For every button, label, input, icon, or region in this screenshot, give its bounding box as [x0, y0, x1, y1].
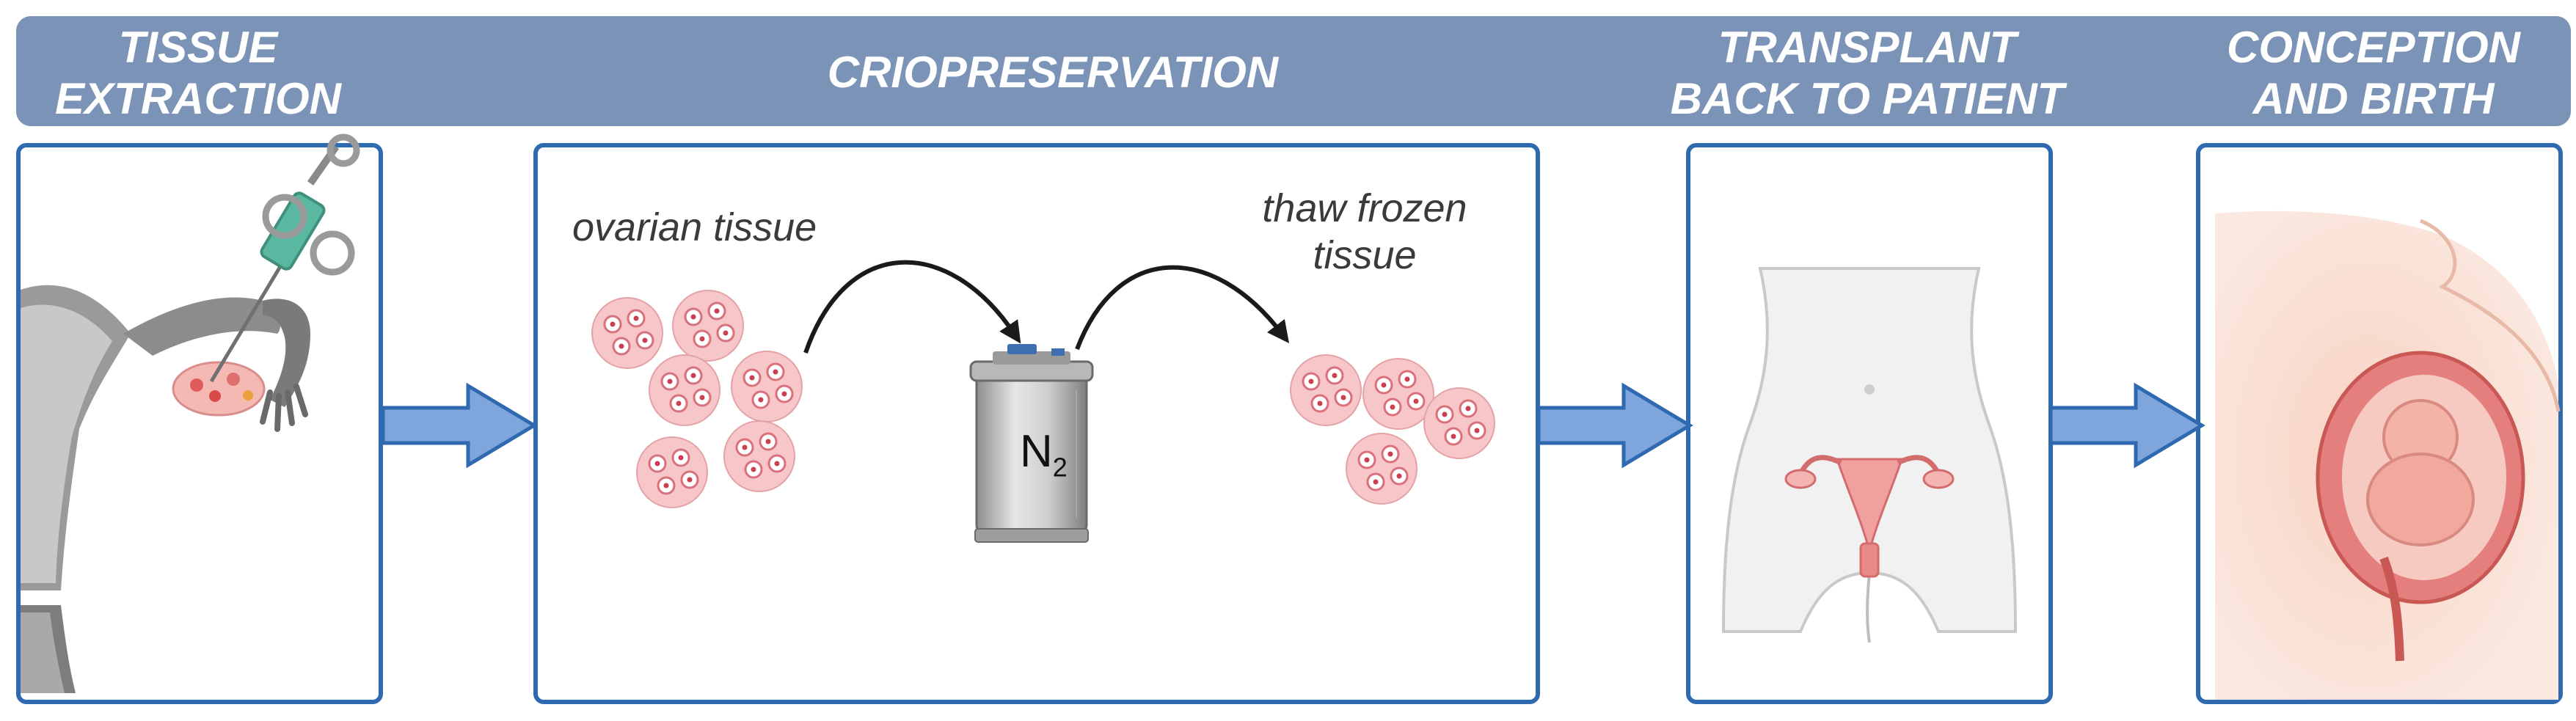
tank-label: N2: [1020, 425, 1068, 483]
lower-torso: [1721, 267, 2018, 643]
syringe-icon: [209, 133, 360, 383]
tissue-fragment: [1345, 432, 1418, 505]
header-transplant: TRANSPLANT BACK TO PATIENT: [1651, 22, 2084, 125]
header-bar: [16, 16, 2571, 126]
tank-label-main: N: [1020, 426, 1053, 477]
flow-arrow-2: [1536, 382, 1693, 469]
header-tissue-extraction: TISSUE EXTRACTION: [22, 22, 374, 125]
header-conception-line2: AND BIRTH: [2252, 74, 2495, 123]
tissue-fragment: [1289, 354, 1362, 427]
header-conception: CONCEPTION AND BIRTH: [2194, 22, 2553, 125]
tissue-fragment: [635, 436, 709, 509]
thaw-frozen-tissue-label: thaw frozen tissue: [1247, 185, 1482, 279]
tissue-fragment: [671, 289, 745, 362]
ovarian-tissue-group: [591, 289, 803, 509]
tissue-fragment: [1362, 357, 1435, 431]
tissue-extraction-illustration: [21, 133, 360, 693]
ovarian-tissue-label: ovarian tissue: [572, 205, 817, 249]
transplant-illustration: [1721, 267, 2018, 643]
tank-label-subscript: 2: [1052, 452, 1068, 483]
header-tissue-extraction-line2: EXTRACTION: [55, 74, 341, 123]
freeze-arrow: [803, 260, 1021, 354]
ovary: [172, 361, 266, 417]
tissue-fragment: [723, 420, 796, 493]
tissue-fragment: [648, 354, 721, 427]
uterus-icon: [1784, 455, 1955, 578]
header-transplant-line1: TRANSPLANT: [1718, 23, 2017, 72]
tissue-fragment: [1423, 387, 1496, 460]
thawed-tissue-group: [1289, 354, 1496, 505]
tissue-fragment: [591, 296, 664, 370]
flow-arrow-3: [2048, 382, 2205, 469]
cryo-illustration: [591, 260, 1496, 543]
thaw-label-line2: tissue: [1313, 233, 1417, 277]
thaw-label-line1: thaw frozen: [1262, 186, 1467, 230]
header-tissue-extraction-line1: TISSUE: [118, 23, 278, 72]
tissue-fragment: [730, 350, 803, 423]
uterus-anatomy: [21, 285, 310, 693]
header-criopreservation: CRIOPRESERVATION: [827, 48, 1279, 97]
header-conception-line1: CONCEPTION: [2226, 23, 2521, 72]
uterus-with-fetus: [2316, 351, 2525, 662]
thaw-arrow: [1075, 265, 1290, 351]
conception-illustration: [2215, 211, 2561, 700]
flow-arrow-1: [381, 382, 538, 469]
liquid-nitrogen-tank: [969, 344, 1094, 543]
header-transplant-line2: BACK TO PATIENT: [1670, 74, 2065, 123]
